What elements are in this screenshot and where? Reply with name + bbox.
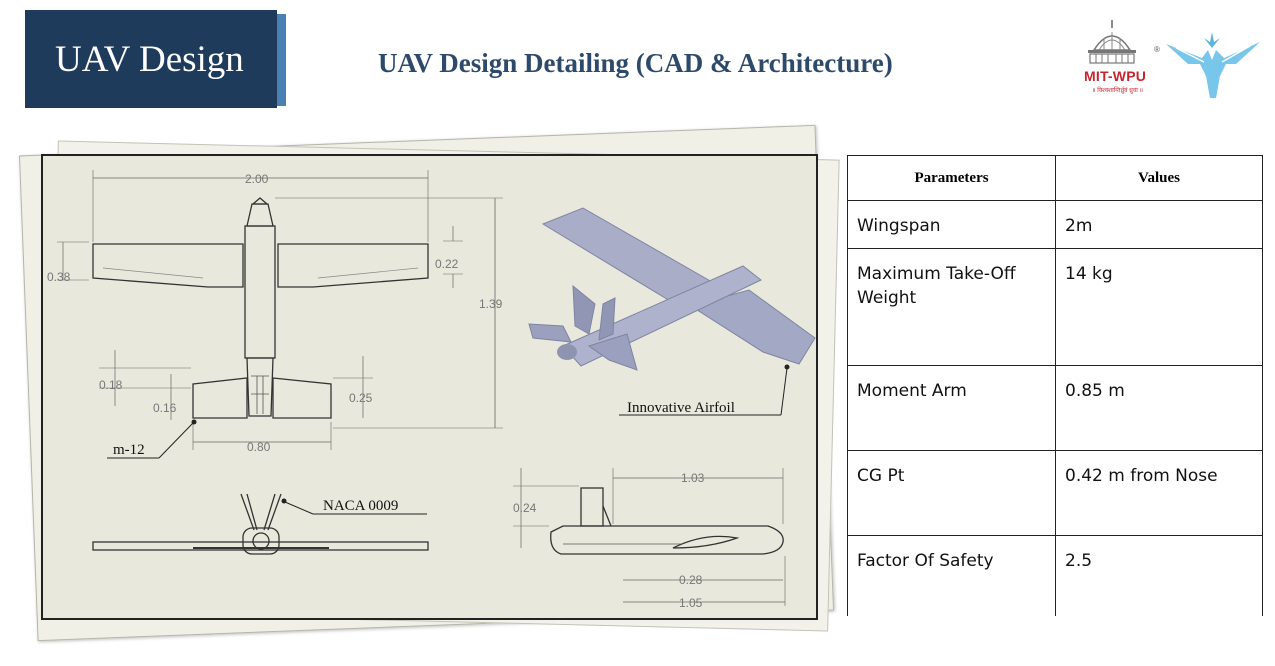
logo-area: ® MIT-WPU ॥ विश्वशान्तिर्ध्रुवं ध्रुवा ॥ bbox=[1082, 18, 1262, 102]
side-view bbox=[513, 468, 786, 606]
table-row: Factor Of Safety 2.5 bbox=[847, 535, 1263, 616]
dim-wing-tip: 0.22 bbox=[435, 257, 459, 271]
table-header: Parameters Values bbox=[847, 155, 1263, 201]
dim-length: 1.39 bbox=[479, 297, 503, 311]
page-title: UAV Design Detailing (CAD & Architecture… bbox=[378, 48, 893, 78]
logo-text: MIT-WPU bbox=[1084, 68, 1147, 84]
dim-fin-height: 0.24 bbox=[513, 501, 537, 515]
parameters-table: Parameters Values Wingspan 2m Maximum Ta… bbox=[847, 155, 1263, 616]
registered-mark: ® bbox=[1154, 45, 1160, 54]
dim-tail-c: 0.25 bbox=[349, 391, 373, 405]
value-cell: 2m bbox=[1055, 200, 1263, 249]
table-row: Wingspan 2m bbox=[847, 200, 1263, 249]
param-cell: Wingspan bbox=[847, 200, 1056, 249]
section-badge: UAV Design bbox=[25, 10, 277, 108]
dim-tail-b: 0.16 bbox=[153, 401, 177, 415]
dome-icon bbox=[1088, 20, 1136, 64]
value-cell: 0.42 m from Nose bbox=[1055, 450, 1263, 536]
eagle-icon bbox=[1166, 32, 1260, 98]
top-view bbox=[57, 170, 503, 459]
label-innovative-airfoil: Innovative Airfoil bbox=[627, 400, 735, 416]
table-row: Maximum Take-Off Weight 14 kg bbox=[847, 248, 1263, 366]
dim-tail-a: 0.18 bbox=[99, 378, 123, 392]
param-cell: Factor Of Safety bbox=[847, 535, 1056, 616]
table-row: Moment Arm 0.85 m bbox=[847, 365, 1263, 451]
front-view bbox=[92, 493, 429, 555]
param-cell: Moment Arm bbox=[847, 365, 1056, 451]
dim-span: 2.00 bbox=[245, 172, 269, 186]
header-parameters: Parameters bbox=[847, 155, 1056, 201]
value-cell: 2.5 bbox=[1055, 535, 1263, 616]
param-cell: CG Pt bbox=[847, 450, 1056, 536]
param-cell: Maximum Take-Off Weight bbox=[847, 248, 1056, 366]
dim-side-b: 0.28 bbox=[679, 573, 703, 587]
value-cell: 0.85 m bbox=[1055, 365, 1263, 451]
iso-model bbox=[528, 207, 816, 416]
cad-drawing: 2.00 0.38 0.22 1.39 0.18 0.16 0.25 0.80 … bbox=[41, 154, 818, 620]
cad-svg: 2.00 0.38 0.22 1.39 0.18 0.16 0.25 0.80 … bbox=[47, 170, 816, 610]
dim-tail-span: 0.80 bbox=[247, 440, 271, 454]
logo-tagline: ॥ विश्वशान्तिर्ध्रुवं ध्रुवा ॥ bbox=[1092, 88, 1144, 94]
label-naca: NACA 0009 bbox=[323, 498, 398, 514]
table-row: CG Pt 0.42 m from Nose bbox=[847, 450, 1263, 536]
label-m12: m-12 bbox=[113, 442, 145, 458]
dim-wing-chord: 0.38 bbox=[47, 270, 71, 284]
header-values: Values bbox=[1055, 155, 1263, 201]
value-cell: 14 kg bbox=[1055, 248, 1263, 366]
dim-side-c: 1.05 bbox=[679, 596, 703, 610]
dim-side-a: 1.03 bbox=[681, 471, 705, 485]
